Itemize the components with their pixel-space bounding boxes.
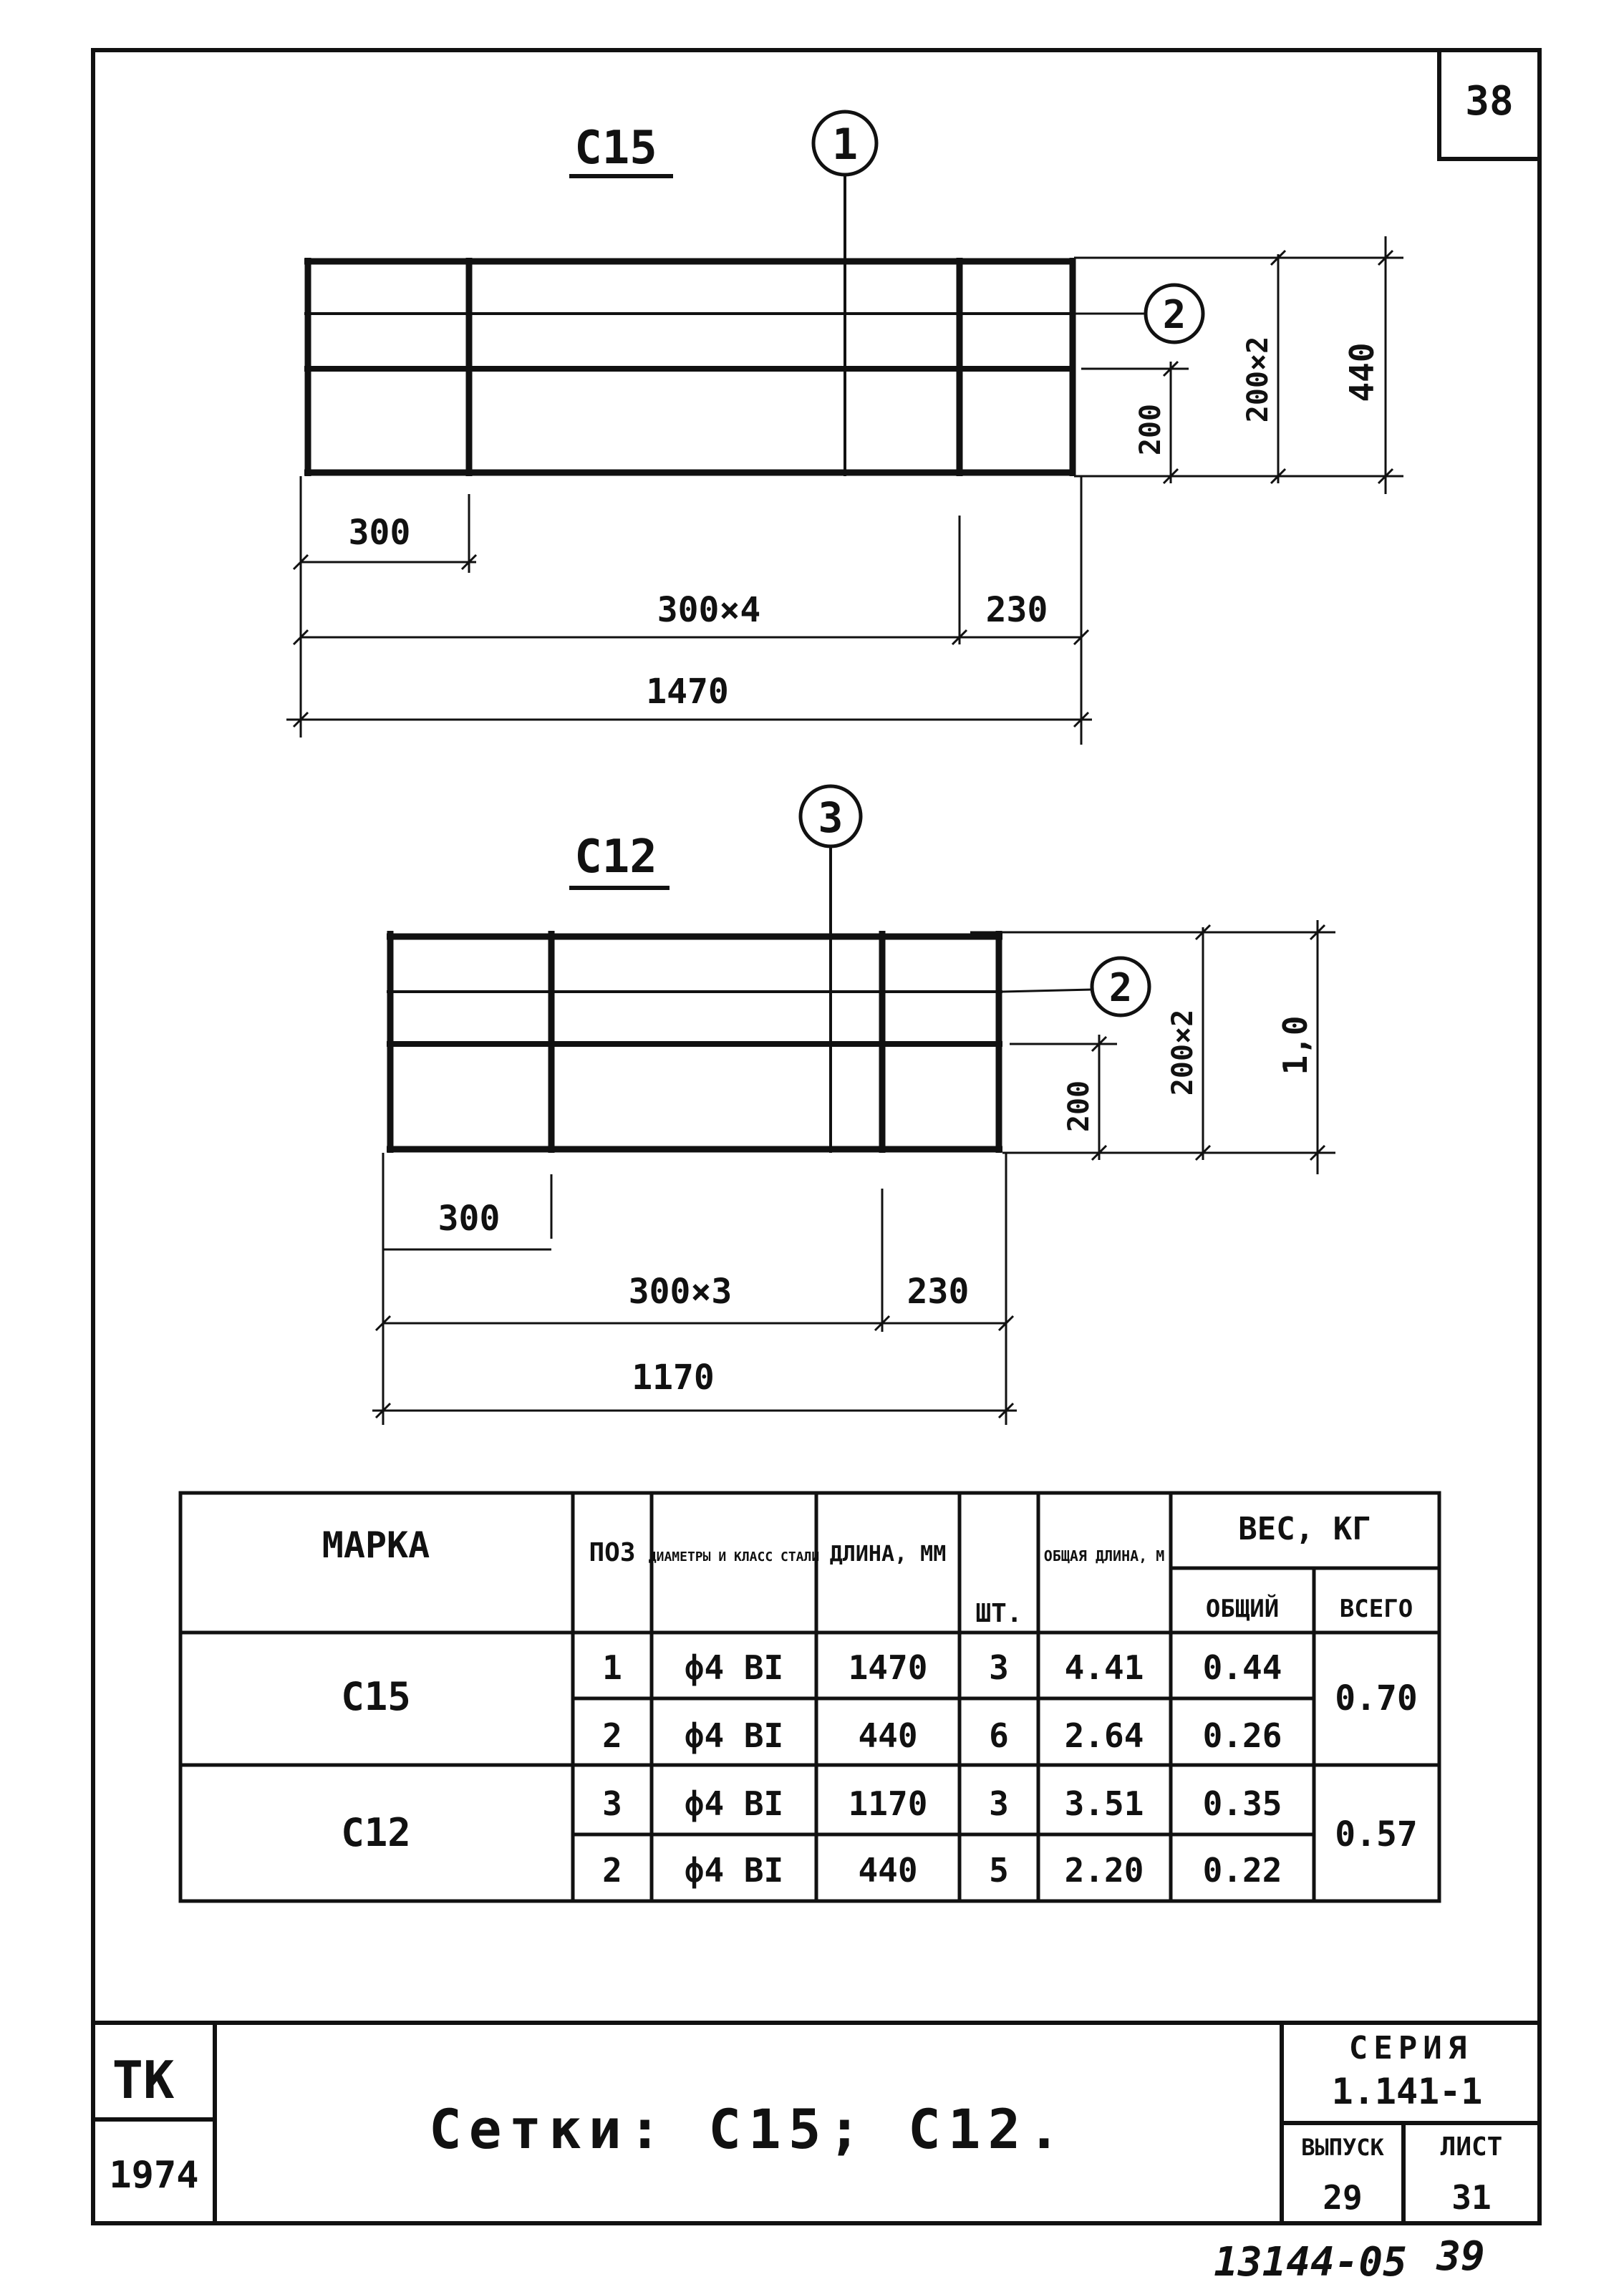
c15-dim-last-span: 230 [986,590,1048,630]
sheet-corner-number: 38 [1465,78,1513,125]
table-row: 3 ф4 ВI 1170 3 3.51 0.35 [602,1784,1282,1823]
svg-text:3.51: 3.51 [1065,1784,1144,1823]
svg-text:6: 6 [989,1716,1009,1755]
c12-horizontal-dims [372,1153,1017,1425]
svg-text:3: 3 [602,1784,622,1823]
group-mark: С15 [341,1674,411,1719]
c15-dim-middle-span: 300×4 [657,590,761,630]
sheet-label: ЛИСТ [1441,2132,1503,2162]
svg-text:2: 2 [602,1851,622,1890]
sheet-frame [91,48,1542,2225]
svg-text:0.26: 0.26 [1203,1716,1282,1755]
c12-mesh [387,931,1002,1153]
issue-label: ВЫПУСК [1301,2134,1384,2161]
c12-drawing: С12 3 2 200 [372,784,1335,1425]
svg-text:1470: 1470 [849,1648,928,1687]
series-value: 1.141-1 [1332,2071,1483,2112]
sheet-title: Сетки: С15; С12. [429,2097,1068,2161]
c15-horizontal-dims [286,476,1092,745]
hdr-total-length: ОБЩАЯ ДЛИНА, М [1044,1547,1165,1565]
c15-dim-inner-height: 200 [1134,404,1167,455]
c15-dim-total-length: 1470 [646,672,729,712]
spec-table: МАРКА ПОЗ ДИАМЕТРЫ И КЛАСС СТАЛИ ДЛИНА, … [178,1491,1441,1903]
svg-text:0.44: 0.44 [1203,1648,1282,1687]
c15-drawing: С15 1 2 [286,110,1403,745]
c15-vertical-dims [1074,236,1403,494]
svg-text:ф4 ВI: ф4 ВI [685,1851,783,1890]
svg-text:2: 2 [1109,965,1133,1010]
year: 1974 [109,2154,198,2197]
c12-callout-right [1090,956,1151,1017]
c15-dim-first-span: 300 [349,513,411,553]
svg-text:ф4 ВI: ф4 ВI [685,1716,783,1755]
svg-text:3: 3 [818,793,844,842]
c15-dim-total-height: 440 [1343,342,1381,402]
svg-text:2: 2 [1163,292,1186,337]
hdr-weight-each: ОБЩИЙ [1206,1594,1279,1623]
hdr-qty: ШТ. [975,1599,1022,1628]
svg-text:440: 440 [858,1716,917,1755]
svg-text:5: 5 [989,1851,1009,1890]
svg-text:2.64: 2.64 [1065,1716,1144,1755]
c12-dim-first-span: 300 [438,1199,501,1239]
c15-mesh [304,258,1076,476]
svg-text:4.41: 4.41 [1065,1648,1144,1687]
svg-text:3: 3 [989,1648,1009,1687]
c12-dim-total-length: 1170 [632,1358,715,1398]
svg-text:2.20: 2.20 [1065,1851,1144,1890]
group-total-weight: 0.70 [1335,1678,1418,1718]
table-row: 2 ф4 ВI 440 5 2.20 0.22 [602,1851,1282,1890]
svg-text:1170: 1170 [849,1784,928,1823]
c12-dim-middle-span: 300×3 [629,1272,733,1312]
c12-vertical-dims [970,920,1335,1174]
svg-text:ф4 ВI: ф4 ВI [685,1648,783,1687]
hdr-length: ДЛИНА, ММ [830,1542,947,1567]
c12-dim-last-span: 230 [907,1272,970,1312]
sheet-value: 31 [1451,2178,1491,2217]
table-row: 1 ф4 ВI 1470 3 4.41 0.44 [602,1648,1282,1687]
c12-title: С12 [574,831,657,884]
c12-dim-double-height: 200×2 [1166,1010,1199,1096]
c15-dim-double-height: 200×2 [1242,337,1275,422]
org-code: ТК [112,2050,175,2110]
series-label: СЕРИЯ [1349,2030,1472,2066]
footer-note: 13144-05 [1214,2239,1407,2286]
hdr-pos: ПОЗ [589,1538,635,1567]
svg-text:0.22: 0.22 [1203,1851,1282,1890]
title-block: ТК 1974 Сетки: С15; С12. СЕРИЯ 1.141-1 В… [93,2021,1540,2223]
svg-text:2: 2 [602,1716,622,1755]
svg-text:ф4 ВI: ф4 ВI [685,1784,783,1823]
footer-page: 39 [1436,2233,1484,2280]
svg-text:440: 440 [858,1851,917,1890]
svg-text:1: 1 [602,1648,622,1687]
hdr-weight: ВЕС, КГ [1238,1511,1371,1547]
group-total-weight: 0.57 [1335,1814,1418,1855]
c15-title: С15 [574,122,657,175]
hdr-weight-total: ВСЕГО [1340,1595,1413,1623]
svg-text:1: 1 [832,120,858,170]
c12-dim-total-height: 1,0 [1276,1015,1315,1075]
svg-text:3: 3 [989,1784,1009,1823]
hdr-diam: ДИАМЕТРЫ И КЛАСС СТАЛИ [649,1549,819,1565]
issue-value: 29 [1323,2178,1362,2217]
hdr-mark: МАРКА [322,1524,430,1566]
c12-dim-inner-height: 200 [1063,1080,1096,1132]
group-mark: С12 [341,1810,411,1855]
table-row: 2 ф4 ВI 440 6 2.64 0.26 [602,1716,1282,1755]
svg-text:0.35: 0.35 [1203,1784,1282,1823]
